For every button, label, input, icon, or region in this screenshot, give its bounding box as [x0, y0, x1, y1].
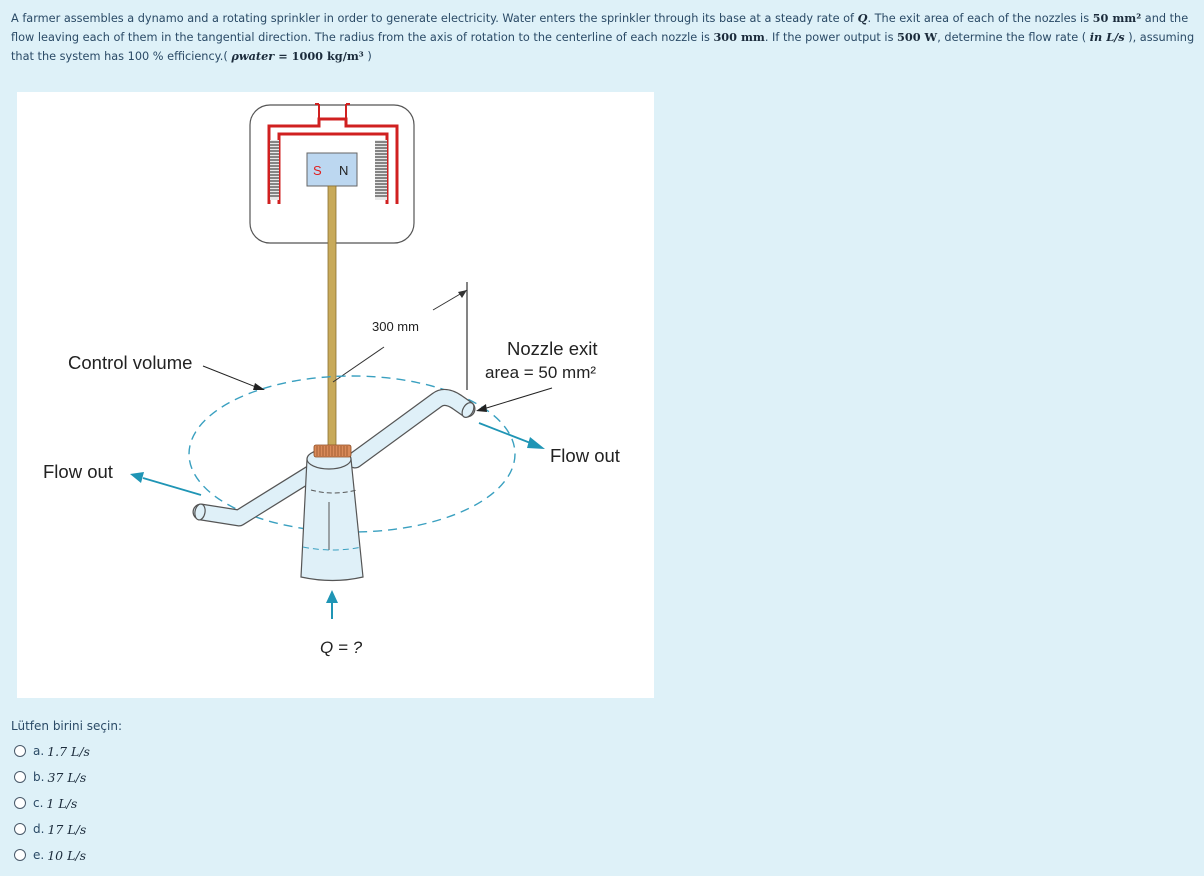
radio-button[interactable] — [14, 745, 26, 757]
radio-button[interactable] — [14, 771, 26, 783]
shaft — [327, 185, 337, 447]
svg-text:N: N — [339, 163, 348, 178]
sprinkler-hub — [300, 458, 364, 582]
radio-button[interactable] — [14, 823, 26, 835]
coupling — [313, 444, 352, 458]
flow-out-left-arrow — [130, 472, 144, 483]
nozzle-exit-label: Nozzle exit — [507, 338, 598, 359]
sprinkler-dynamo-figure: S N — [17, 92, 654, 698]
radius-label: 300 mm — [372, 319, 419, 334]
answer-option-c[interactable]: c. 1 L/s — [14, 790, 90, 816]
nozzle-area-label: area = 50 mm² — [485, 363, 597, 382]
radio-button[interactable] — [14, 797, 26, 809]
radio-button[interactable] — [14, 849, 26, 861]
right-coil — [375, 140, 387, 200]
figure-drawing: S N — [130, 103, 553, 619]
left-coil — [270, 140, 279, 200]
answer-prompt: Lütfen birini seçin: — [11, 719, 122, 733]
q-label: Q = ? — [320, 638, 363, 657]
answer-option-b[interactable]: b. 37 L/s — [14, 764, 90, 790]
svg-text:S: S — [313, 163, 322, 178]
flow-out-right-label: Flow out — [550, 445, 620, 466]
answer-options: a. 1.7 L/s b. 37 L/s c. 1 L/s d. 17 L/s … — [14, 738, 90, 868]
flow-out-right-arrow — [527, 437, 545, 449]
question-text: A farmer assembles a dynamo and a rotati… — [11, 11, 1195, 63]
flow-out-left-label: Flow out — [43, 461, 113, 482]
answer-option-a[interactable]: a. 1.7 L/s — [14, 738, 90, 764]
answer-option-e[interactable]: e. 10 L/s — [14, 842, 90, 868]
control-volume-label: Control volume — [68, 352, 193, 373]
inlet-arrow — [326, 590, 338, 603]
answer-option-d[interactable]: d. 17 L/s — [14, 816, 90, 842]
